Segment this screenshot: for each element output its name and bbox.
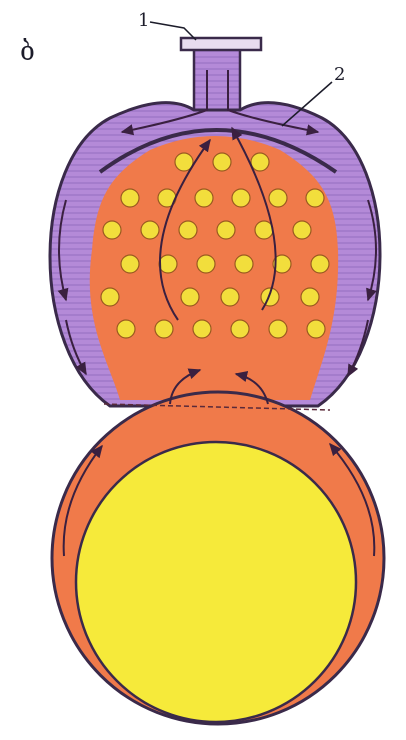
- callout-label-2: 2: [334, 64, 345, 85]
- tube: [101, 288, 119, 306]
- tube: [103, 221, 121, 239]
- tube: [232, 189, 250, 207]
- tube: [269, 320, 287, 338]
- tube: [197, 255, 215, 273]
- tube: [293, 221, 311, 239]
- lower-vessel: [52, 392, 384, 724]
- tube: [217, 221, 235, 239]
- tube: [121, 255, 139, 273]
- tube: [195, 189, 213, 207]
- tube: [181, 288, 199, 306]
- tube: [221, 288, 239, 306]
- tube: [306, 189, 324, 207]
- tube: [141, 221, 159, 239]
- tube: [159, 255, 177, 273]
- core-sphere: [76, 442, 356, 722]
- tube: [235, 255, 253, 273]
- outlet-nozzle: [181, 38, 261, 112]
- tube: [193, 320, 211, 338]
- tube: [255, 221, 273, 239]
- tube: [311, 255, 329, 273]
- tube: [121, 189, 139, 207]
- tube: [307, 320, 325, 338]
- tube: [179, 221, 197, 239]
- panel-letter: ბ: [20, 37, 35, 67]
- tube: [301, 288, 319, 306]
- tube: [213, 153, 231, 171]
- callout-label-1: 1: [138, 10, 149, 31]
- tube: [269, 189, 287, 207]
- tube: [251, 153, 269, 171]
- tube: [155, 320, 173, 338]
- tube: [231, 320, 249, 338]
- upper-vessel: [50, 103, 380, 406]
- tube: [117, 320, 135, 338]
